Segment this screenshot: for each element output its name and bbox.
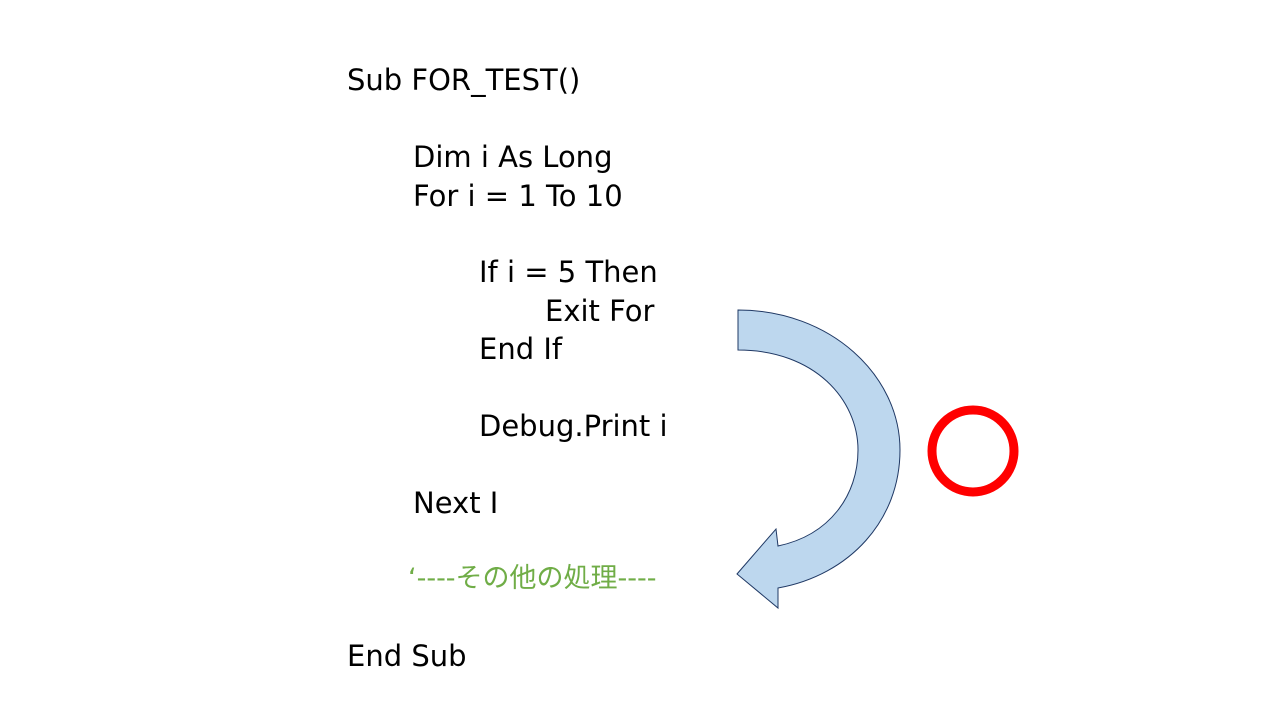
code-line-exit-for: Exit For — [545, 294, 655, 328]
code-line-debug-print: Debug.Print i — [479, 409, 668, 443]
code-line-next: Next I — [413, 486, 499, 520]
circle-mark-icon — [927, 405, 1019, 497]
code-line-sub-start: Sub FOR_TEST() — [347, 63, 581, 97]
curved-arrow-icon — [736, 309, 901, 610]
code-line-dim: Dim i As Long — [413, 140, 613, 174]
code-line-comment: ‘----その他の処理---- — [408, 563, 657, 594]
code-line-for: For i = 1 To 10 — [413, 179, 623, 213]
code-line-sub-end: End Sub — [347, 639, 467, 673]
code-line-end-if: End If — [479, 332, 563, 366]
code-line-if: If i = 5 Then — [479, 255, 658, 289]
